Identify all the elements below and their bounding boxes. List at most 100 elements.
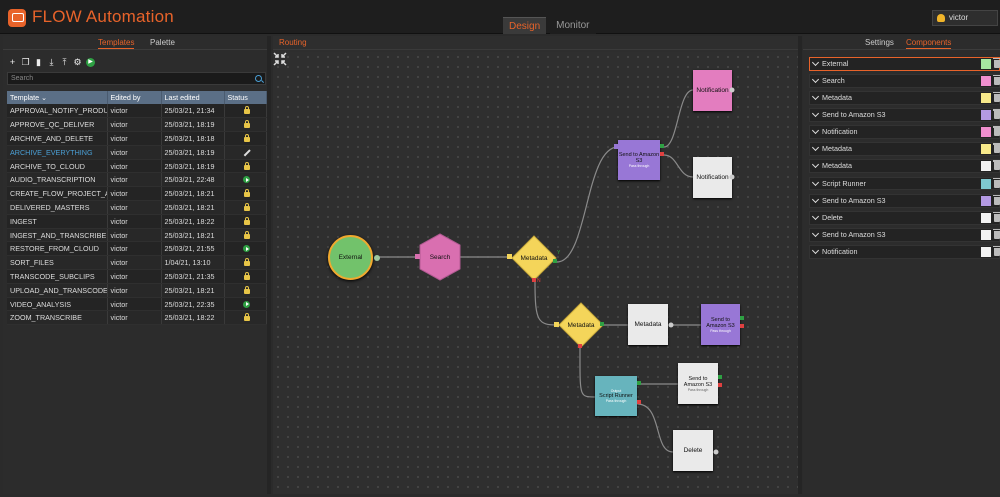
search-icon[interactable] [255, 75, 262, 82]
color-swatch[interactable] [981, 93, 991, 104]
component-row[interactable]: Metadata [809, 159, 1000, 174]
column-header-edited-by[interactable]: Edited by [107, 91, 162, 104]
node-s3-bottom[interactable]: Send to Amazon S3 Pass through [678, 363, 718, 404]
routing-canvas[interactable]: External Search Metadata Y N Send to Ama… [273, 52, 798, 494]
collapse-icon[interactable] [273, 52, 287, 66]
right-splitter[interactable] [798, 36, 802, 494]
search-input[interactable]: Search [7, 72, 266, 85]
chevron-down-icon[interactable] [811, 110, 820, 118]
tab-settings[interactable]: Settings [865, 38, 894, 47]
color-swatch[interactable] [981, 229, 991, 240]
add-icon[interactable]: + [9, 57, 16, 67]
component-row[interactable]: Metadata [809, 142, 1000, 157]
color-swatch[interactable] [981, 144, 991, 155]
column-header-status[interactable]: Status [224, 91, 267, 104]
color-swatch[interactable] [981, 178, 991, 189]
trash-icon[interactable] [993, 194, 1000, 205]
node-notification-2[interactable]: Notification [693, 157, 732, 198]
color-swatch[interactable] [981, 110, 991, 121]
trash-icon[interactable] [993, 58, 1000, 68]
trash-icon[interactable] [993, 92, 1000, 103]
node-s3-top[interactable]: Send to Amazon S3 Pass through [618, 140, 660, 180]
settings-icon[interactable]: ⚙ [73, 57, 82, 67]
chevron-down-icon[interactable] [811, 212, 820, 220]
chevron-down-icon[interactable] [811, 178, 820, 186]
node-search[interactable] [419, 233, 461, 281]
component-row[interactable]: Delete [809, 210, 1000, 225]
tab-components[interactable]: Components [906, 38, 952, 49]
component-row[interactable]: Send to Amazon S3 [809, 227, 1000, 242]
color-swatch[interactable] [981, 212, 991, 223]
component-row[interactable]: Script Runner [809, 176, 1000, 191]
trash-icon[interactable] [993, 177, 1000, 188]
trash-icon[interactable] [993, 245, 1000, 256]
delete-icon[interactable]: ▮ [36, 57, 41, 67]
chevron-down-icon[interactable] [811, 246, 820, 254]
chevron-down-icon[interactable] [811, 161, 820, 169]
tab-templates[interactable]: Templates [98, 38, 135, 49]
upload-icon[interactable]: ⤒ [62, 57, 67, 67]
trash-icon[interactable] [993, 228, 1000, 239]
download-icon[interactable]: ⤓ [49, 57, 54, 67]
chevron-down-icon[interactable] [811, 195, 820, 203]
run-icon[interactable]: ▶ [86, 58, 95, 67]
trash-icon[interactable] [993, 75, 1000, 86]
node-metadata-3[interactable]: Metadata [628, 304, 668, 345]
component-row[interactable]: Send to Amazon S3 [809, 193, 1000, 208]
tab-design[interactable]: Design [503, 17, 547, 34]
trash-icon[interactable] [993, 160, 1000, 171]
trash-icon[interactable] [993, 211, 1000, 222]
chevron-down-icon[interactable] [811, 229, 820, 237]
component-row[interactable]: External [809, 57, 1000, 71]
color-swatch[interactable] [981, 246, 991, 257]
chevron-down-icon[interactable] [811, 76, 820, 84]
chevron-down-icon[interactable] [811, 144, 820, 152]
component-row[interactable]: Send to Amazon S3 [809, 108, 1000, 123]
color-swatch[interactable] [981, 195, 991, 206]
column-header-template[interactable]: Template ⌄ [7, 91, 108, 104]
color-swatch[interactable] [981, 127, 991, 138]
chevron-down-icon[interactable] [811, 127, 820, 135]
user-menu[interactable]: victor [932, 10, 998, 26]
node-notification-1[interactable]: Notification [693, 70, 732, 111]
color-swatch[interactable] [981, 76, 991, 87]
component-row[interactable]: Search [809, 74, 1000, 88]
trash-icon[interactable] [993, 126, 1000, 137]
tab-palette[interactable]: Palette [150, 38, 175, 47]
column-header-last-edited[interactable]: Last edited [161, 91, 225, 104]
port-external-out[interactable] [373, 254, 381, 262]
node-s3-mid[interactable]: Send to Amazon S3 Pass through [701, 304, 740, 345]
component-row[interactable]: Notification [809, 125, 1000, 140]
chevron-down-icon[interactable] [811, 93, 820, 101]
tab-monitor[interactable]: Monitor [550, 17, 596, 34]
color-swatch[interactable] [981, 59, 991, 69]
node-script-runner[interactable]: Output Script Runner Pass through [595, 376, 637, 416]
template-name-cell: VIDEO_ANALYSIS [7, 297, 108, 312]
trash-icon[interactable] [993, 109, 1000, 120]
node-delete[interactable]: Delete [673, 430, 713, 471]
left-splitter[interactable] [267, 36, 271, 494]
node-external[interactable]: External [328, 235, 373, 280]
duplicate-icon[interactable]: ❐ [21, 57, 30, 67]
component-row[interactable]: Metadata [809, 91, 1000, 106]
chevron-down-icon[interactable] [811, 58, 820, 67]
color-swatch[interactable] [981, 161, 991, 172]
component-row[interactable]: Notification [809, 244, 1000, 259]
trash-icon[interactable] [993, 143, 1000, 154]
